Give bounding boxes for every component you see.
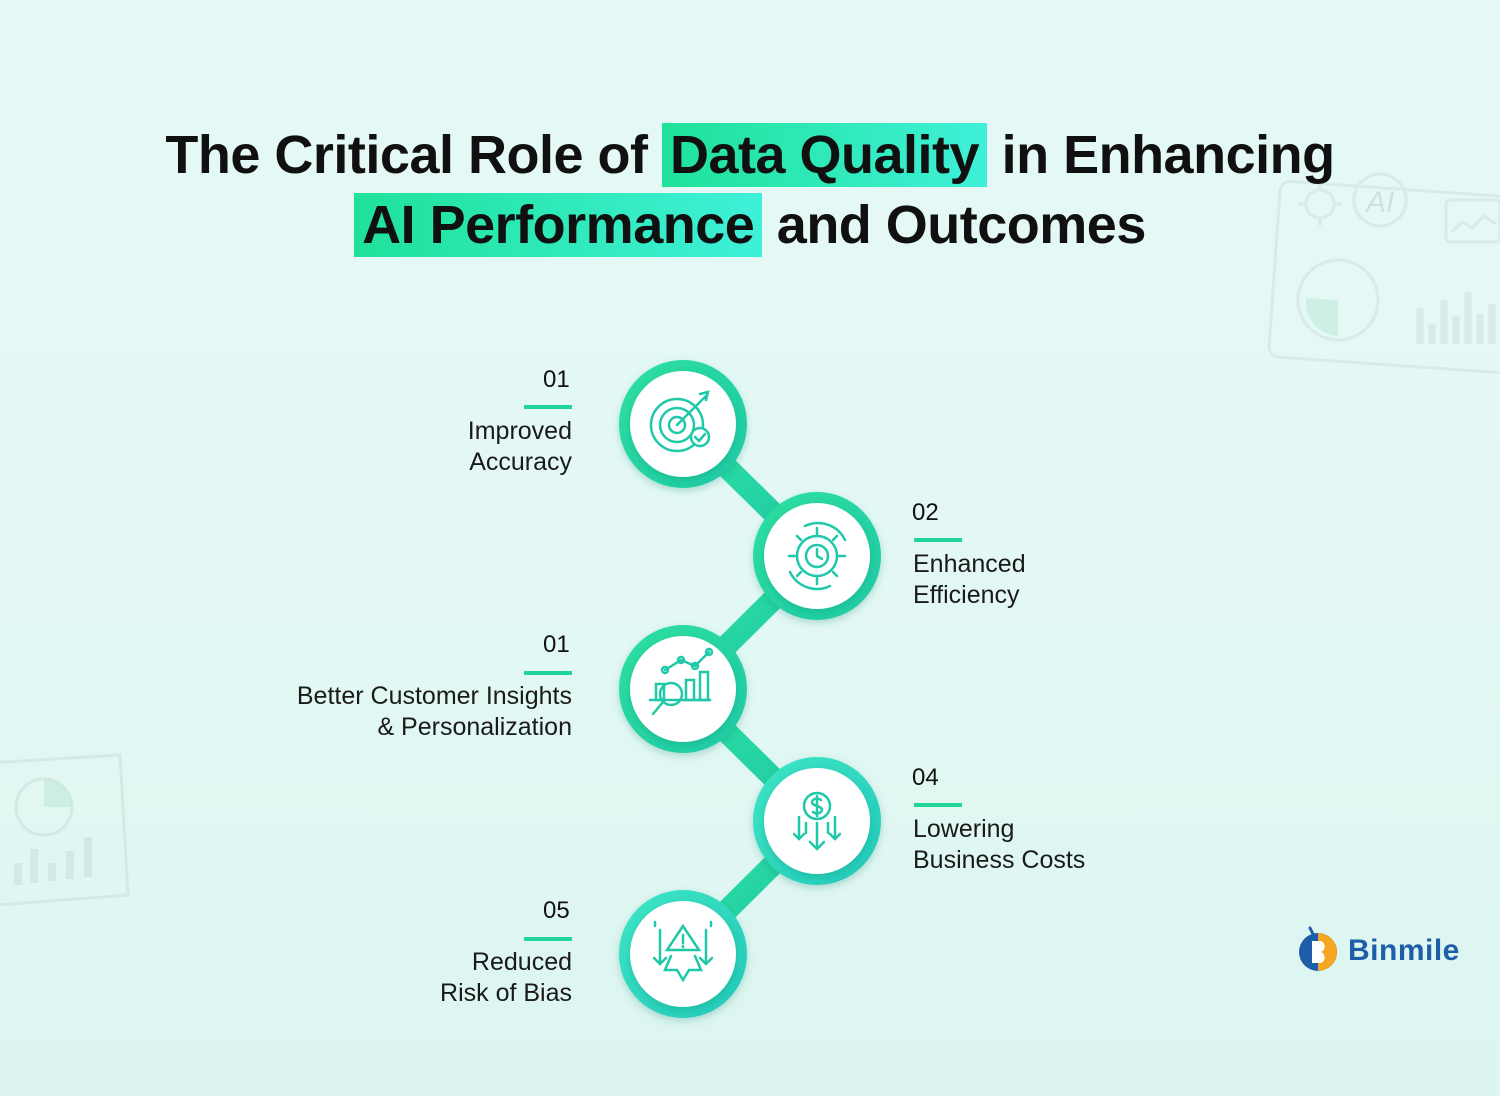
title-suffix-2: and Outcomes <box>762 195 1147 255</box>
dollar-down-arrows-icon <box>792 791 842 851</box>
step-4-bar <box>914 803 962 807</box>
report-document-illustration <box>0 753 130 907</box>
gear-clock-icon <box>787 521 847 591</box>
monitor-illustration: AI <box>1267 172 1500 374</box>
monitor-ai-badge: AI <box>1364 186 1394 219</box>
analytics-magnifier-icon <box>648 647 714 716</box>
step-3-label: Better Customer Insights & Personalizati… <box>296 682 572 741</box>
step-5-number: 05 <box>543 897 570 924</box>
title-highlight-data-quality: Data Quality <box>661 123 988 187</box>
warning-down-arrows-icon <box>652 920 714 983</box>
title-line-1: The Critical Role of Data Quality in Enh… <box>0 123 1500 187</box>
binmile-logo-mark <box>1299 926 1337 971</box>
step-2-bar <box>914 538 962 542</box>
brand-name: Binmile <box>1348 934 1460 967</box>
step-5-bar <box>524 937 572 941</box>
step-1-bar <box>524 405 572 409</box>
step-5-label: Reduced Risk of Bias <box>440 948 572 1007</box>
title-suffix: in Enhancing <box>987 125 1336 185</box>
title-line-2: AI Performance and Outcomes <box>0 193 1500 257</box>
step-2-label: Enhanced Efficiency <box>913 550 1026 609</box>
chain-inner-discs <box>630 371 870 1007</box>
step-3-bar <box>524 671 572 675</box>
target-check-icon <box>649 390 711 453</box>
title-highlight-ai-performance: AI Performance <box>354 193 763 257</box>
step-3-number: 01 <box>543 631 570 658</box>
step-1-number: 01 <box>543 366 570 393</box>
step-2-number: 02 <box>912 499 939 526</box>
step-4-label: Lowering Business Costs <box>913 815 1086 874</box>
step-4-number: 04 <box>912 764 939 791</box>
title-prefix: The Critical Role of <box>165 125 662 185</box>
step-1-label: Improved Accuracy <box>467 417 572 476</box>
